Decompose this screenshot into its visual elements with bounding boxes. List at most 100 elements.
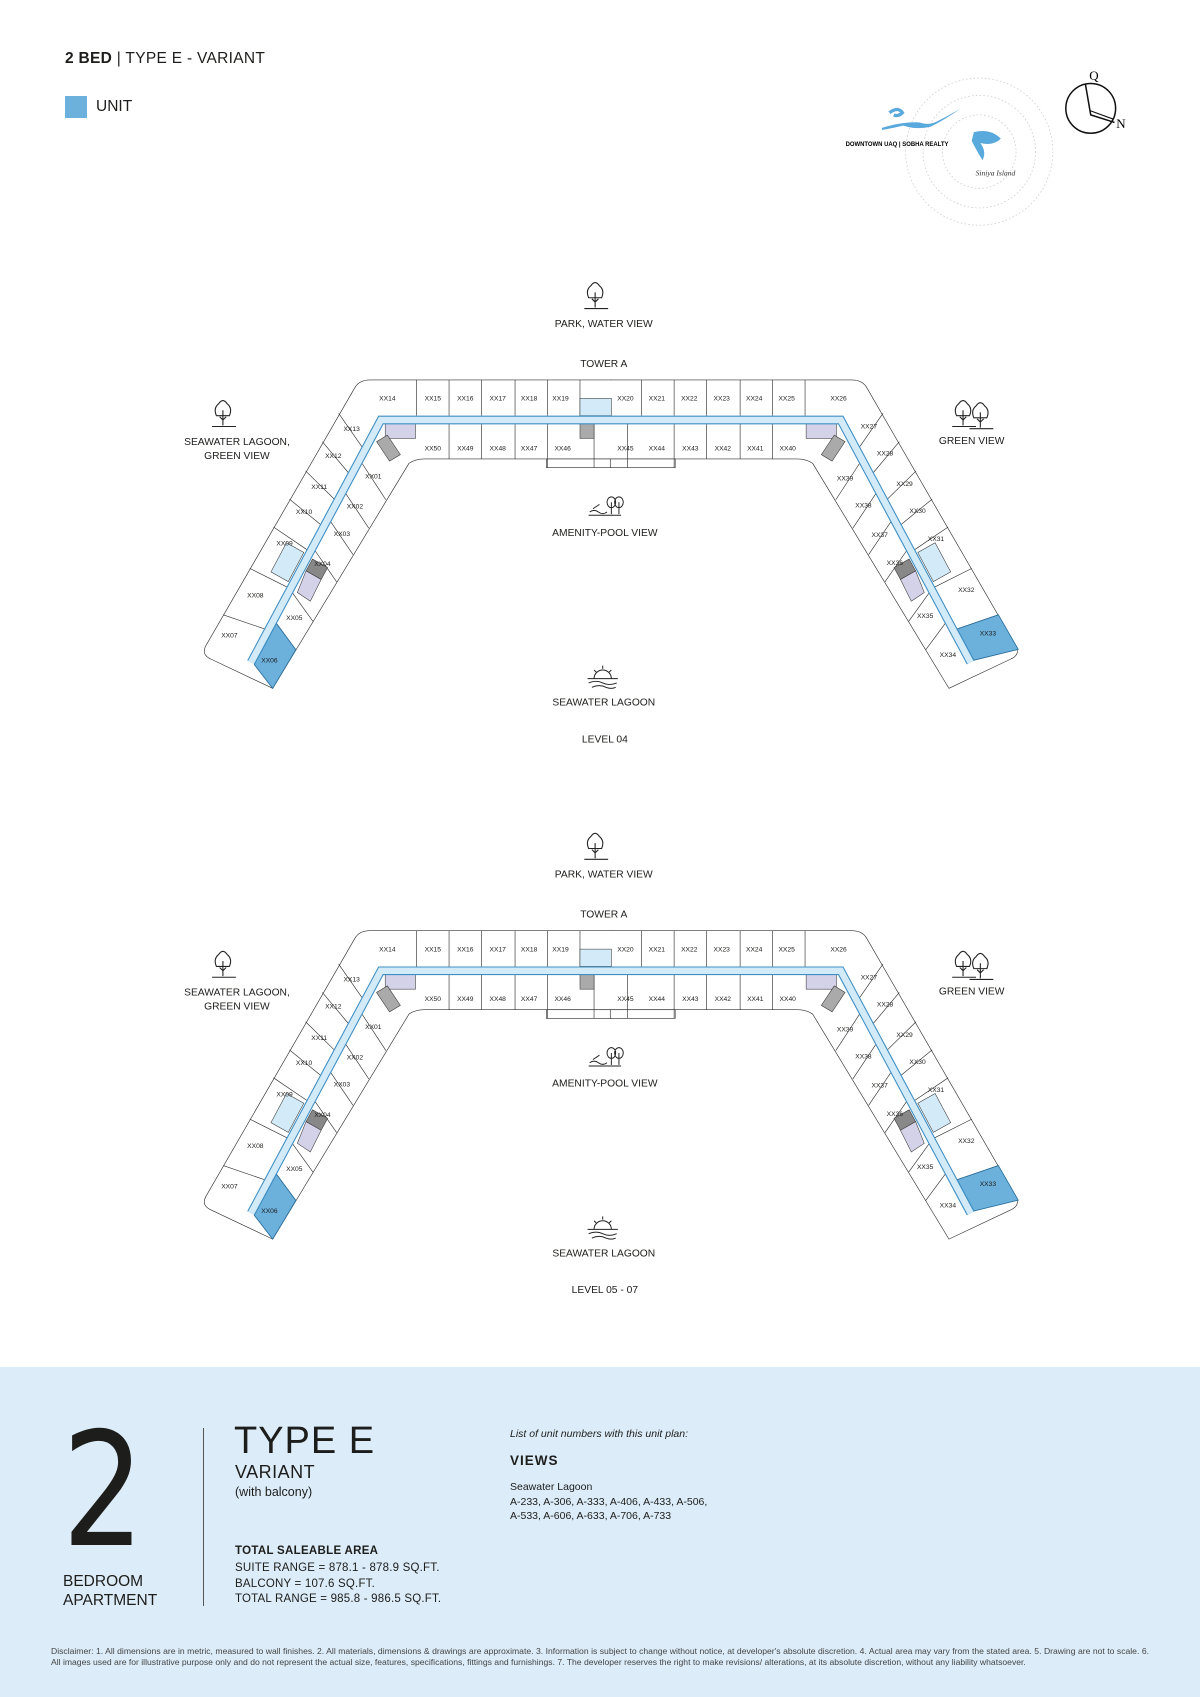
unit-label-xx15: XX15 (425, 946, 442, 953)
unit-label-xx43: XX43 (682, 996, 699, 1003)
service-core (297, 570, 322, 602)
unit-label-xx38: XX38 (855, 503, 872, 510)
unit-label-xx42: XX42 (715, 445, 732, 452)
building-outline (610, 930, 1018, 1240)
unit-divider (345, 493, 370, 529)
unit-divider (835, 1013, 860, 1051)
unit-label-xx22: XX22 (681, 946, 698, 953)
view-label-left-1: SEAWATER LAGOON, (184, 437, 290, 448)
view-label-left-2: GREEN VIEW (204, 1002, 270, 1013)
unit-label-xx06: XX06 (261, 1208, 278, 1215)
unit-label-xx10: XX10 (296, 509, 313, 516)
unit-label-xx01: XX01 (365, 1024, 382, 1031)
stair-core (376, 985, 401, 1013)
unit-divider (292, 592, 314, 622)
seawater-lagoon-icon (587, 665, 618, 689)
unit-label-xx39: XX39 (837, 1026, 854, 1033)
unit-label-xx16: XX16 (457, 946, 474, 953)
unit-label-xx28: XX28 (877, 1001, 894, 1008)
tree-crown (954, 950, 972, 977)
unit-label-xx33: XX33 (980, 630, 997, 637)
unit-divider (934, 568, 972, 588)
area-title: TOTAL SALEABLE AREA (235, 1545, 379, 1557)
unit-numbers-line2: A-533, A-606, A-633, A-706, A-733 (510, 1510, 672, 1522)
unit-label-xx02: XX02 (347, 504, 364, 511)
green-view-icon (952, 399, 977, 428)
unit-label-xx18: XX18 (521, 946, 538, 953)
unit-label-xx22: XX22 (681, 396, 698, 403)
title-separator: | (116, 50, 122, 67)
unit-label-xx33: XX33 (980, 1181, 997, 1188)
compass-q: Q (1089, 68, 1099, 83)
highlighted-units (253, 614, 1019, 690)
unit-divider (330, 1072, 354, 1106)
unit-label-xx41: XX41 (747, 445, 764, 452)
unit-label-xx11: XX11 (311, 484, 327, 491)
unit-label-xx34: XX34 (940, 652, 957, 659)
unit-label-xx36: XX36 (887, 1111, 904, 1118)
unit-label-xx35: XX35 (917, 1164, 934, 1171)
podium-block (609, 1009, 676, 1019)
stair-core (376, 434, 401, 462)
podium-block (546, 1009, 612, 1019)
unit-label-xx20: XX20 (617, 946, 634, 953)
plan-type: TYPE E - VARIANT (125, 50, 266, 67)
level-label: LEVEL 04 (582, 734, 628, 745)
view-label-right: GREEN VIEW (939, 436, 1005, 447)
stair-core (820, 985, 846, 1013)
unit-divider (908, 1143, 930, 1173)
unit-label-xx42: XX42 (715, 996, 732, 1003)
tree-crown (214, 399, 232, 426)
disclaimer: Disclaimer: 1. All dimensions are in met… (51, 1646, 1149, 1667)
building-geometry (203, 930, 1019, 1240)
view-label-center: AMENITY-POOL VIEW (552, 528, 658, 539)
unit-label-xx46: XX46 (554, 996, 571, 1003)
unit-label-xx03: XX03 (334, 531, 351, 538)
tree-crown (972, 952, 989, 979)
unit-label-xx25: XX25 (778, 946, 795, 953)
unit-divider (914, 526, 949, 550)
unit-label-xx32: XX32 (958, 587, 975, 594)
stair-core (579, 422, 595, 439)
unit-divider (314, 550, 337, 582)
unit-divider (900, 498, 933, 525)
unit-label-xx23: XX23 (714, 946, 731, 953)
unit-label-xx50: XX50 (425, 996, 442, 1003)
unit-label-xx28: XX28 (877, 451, 894, 458)
unit-label-xx45: XX45 (617, 445, 634, 452)
tower-label: TOWER A (580, 359, 627, 370)
corridor (248, 416, 974, 664)
unit-divider (852, 1044, 877, 1080)
unit-label-xx32: XX32 (958, 1138, 975, 1145)
unit-label-xx30: XX30 (909, 508, 926, 515)
unit-label-xx48: XX48 (490, 445, 507, 452)
park-view-icon (584, 832, 609, 860)
unit-divider (859, 963, 884, 998)
unit-label-xx40: XX40 (780, 445, 797, 452)
view-label-left-2: GREEN VIEW (204, 451, 270, 462)
unit-divider (887, 470, 917, 500)
view-label-left-1: SEAWATER LAGOON, (184, 988, 290, 999)
unit-label-xx24: XX24 (746, 946, 763, 953)
bedroom-label-line2: APARTMENT (63, 1592, 158, 1609)
unit-label-xx21: XX21 (649, 946, 666, 953)
lift-lobby (917, 542, 952, 582)
view-label-bottom: SEAWATER LAGOON (552, 698, 655, 709)
floor-plan-level-05-07: XX01XX02XX03XX04XX05XX06XX07XX08XX09XX10… (184, 832, 1019, 1296)
unit-divider (330, 521, 354, 555)
unit-label-xx18: XX18 (521, 396, 538, 403)
unit-label-xx43: XX43 (682, 445, 699, 452)
unit-label-xx19: XX19 (552, 946, 569, 953)
bedroom-label-line1: BEDROOM (63, 1573, 144, 1590)
seawater-lagoon-icon (587, 1216, 618, 1240)
unit-divider (914, 1077, 949, 1101)
divider (203, 1428, 204, 1606)
unit-divider (305, 1021, 335, 1051)
unit-label-xx37: XX37 (872, 532, 889, 539)
svg-text:Siniya Island: Siniya Island (976, 168, 1016, 177)
unit-divider (322, 992, 349, 1024)
unit-divider (345, 1044, 370, 1080)
view-label-top: PARK, WATER VIEW (555, 319, 653, 330)
view-label-top: PARK, WATER VIEW (555, 870, 653, 881)
unit-label-xx44: XX44 (649, 996, 666, 1003)
